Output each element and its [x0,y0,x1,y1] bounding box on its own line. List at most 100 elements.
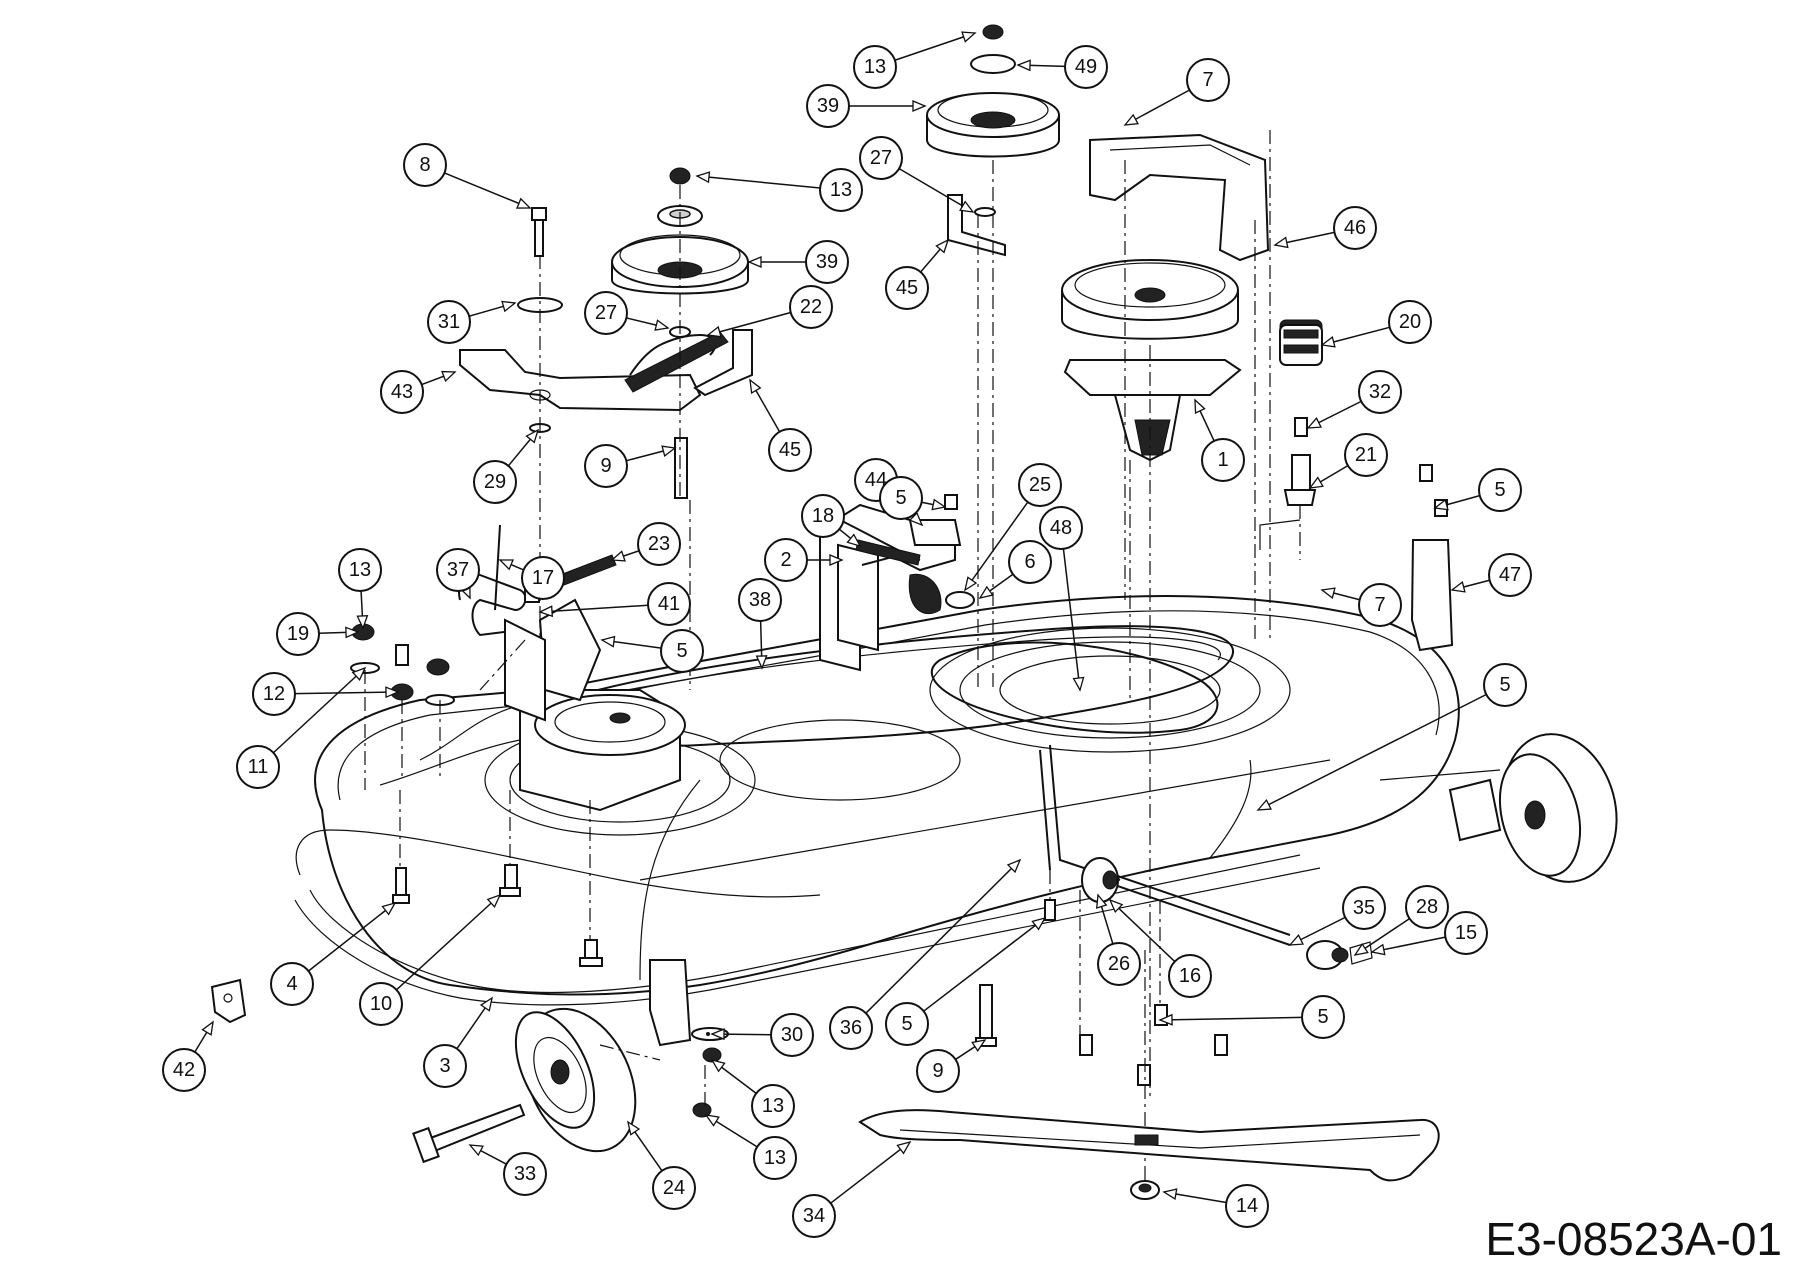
callout-circle [764,538,808,582]
callout-circle [503,1152,547,1196]
callout-circle [1201,438,1245,482]
callout-arrowhead [1162,1188,1178,1200]
callout-circle [359,982,403,1026]
callout-arrowhead [1072,676,1085,692]
callout-number: 34 [803,1205,825,1227]
callout-38: 38 [738,578,782,670]
callout-number: 5 [1317,1006,1328,1028]
callout-number: 7 [1374,594,1385,616]
callout-leader [707,311,791,336]
callout-number: 16 [1179,965,1201,987]
callout-number: 46 [1344,217,1366,239]
left-gauge-wheel [412,959,729,1164]
callout-number: 26 [1108,953,1130,975]
callout-11: 11 [236,666,367,789]
callout-circle [1008,540,1052,584]
callout-arrowhead [710,1028,725,1041]
callout-leader [830,1141,911,1204]
callout-circle [853,45,897,89]
callout-arrowhead [961,31,977,43]
callout-leader [865,859,1021,1014]
callout-6: 6 [978,540,1052,599]
callout-12: 12 [252,672,400,716]
right-spindle [1061,259,1242,1100]
callout-arrowhead [201,1020,214,1036]
callout-24: 24 [627,1120,696,1210]
callout-circle [1097,942,1141,986]
right-idler-stack [926,24,1060,690]
callout-leader [898,167,974,213]
callout-number: 28 [1416,896,1438,918]
side-bracket [1410,464,1454,652]
callout-circle [1388,300,1432,344]
callout-circle [162,1048,206,1092]
callout-number: 36 [840,1017,862,1039]
callout-5-b: 5 [1433,468,1522,512]
callout-3: 3 [423,996,493,1088]
small-bracket [210,978,247,1024]
callout-arrowhead [829,554,844,566]
callout-circle [1301,995,1345,1039]
callout-arrowhead [516,197,532,209]
callout-16: 16 [1108,898,1212,998]
callout-leader [539,604,649,613]
callout-arrowhead [1353,943,1369,956]
callout-number: 13 [762,1095,784,1117]
callout-arrowhead [486,893,502,908]
callout-27-a: 27 [859,136,975,213]
callout-arrowhead [351,666,367,681]
callout-number: 5 [895,487,906,509]
callout-number: 22 [800,296,822,318]
callout-arrowhead [1306,416,1322,429]
callout-arrowhead [1194,398,1206,414]
callout-number: 25 [1029,474,1051,496]
callout-leader [308,902,396,972]
callout-number: 2 [780,549,791,571]
callout-arrowhead [706,325,722,338]
callout-circle [1483,663,1527,707]
callout-arrowhead [710,1058,726,1073]
idler-bracket-assembly [819,494,975,672]
callout-number: 13 [764,1147,786,1169]
callout-41: 41 [538,582,691,626]
callout-arrowhead [468,1144,484,1157]
callout-number: 10 [370,993,392,1015]
callout-9-a: 9 [584,444,677,488]
callout-18: 18 [801,494,862,548]
callout-number: 29 [484,471,506,493]
callout-arrowhead [498,559,514,571]
callout-arrowhead [356,615,369,630]
callout-arrowhead [1450,581,1466,593]
callout-8: 8 [403,143,532,209]
callout-number: 49 [1075,56,1097,78]
callout-circle [427,300,471,344]
anti-scalp-parts [1259,319,1323,560]
callout-5-c: 5 [600,629,704,673]
callout-circle [819,168,863,212]
callout-circle [879,476,923,520]
callout-number: 4 [286,973,297,995]
callout-leader [1109,899,1176,963]
spring-coils [624,331,729,393]
pulley-bracket [1089,130,1271,640]
callout-arrowhead [704,1114,720,1127]
callout-arrowhead [846,533,862,548]
drive-belt [558,625,1234,747]
callout-arrowhead [345,626,360,639]
callout-number: 43 [391,381,413,403]
callout-19: 19 [276,612,360,656]
callout-number: 5 [901,1013,912,1035]
callout-circle [1444,911,1488,955]
callout-arrowhead [1320,587,1336,599]
callout-arrowhead [441,370,457,383]
callout-leader [444,172,531,209]
callout-47: 47 [1450,553,1532,597]
callout-arrowhead [1123,113,1139,126]
callout-number: 13 [864,56,886,78]
callout-arrowhead [964,576,978,592]
callout-circle [637,522,681,566]
callout-number: 11 [248,756,269,778]
callout-arrowhead [1308,476,1324,489]
callout-arrowhead [1320,336,1336,348]
callout-circle [829,1006,873,1050]
